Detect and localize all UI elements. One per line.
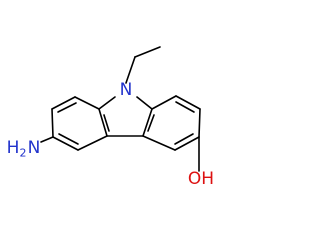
bond-c9a-c4a-inner — [103, 114, 110, 132]
bond-c4-c4a — [77, 135, 108, 151]
bond-ch2-ch3 — [134, 46, 161, 58]
bond-c8-c7 — [175, 95, 201, 110]
bond-c9a-c4a — [98, 108, 108, 137]
bond-n9-ch2 — [125, 56, 136, 84]
bond-c7-c6 — [198, 108, 201, 138]
bond-c4b-c8a — [142, 108, 153, 137]
bond-n9-c9a — [98, 96, 116, 110]
bonds — [40, 46, 201, 172]
bond-c5-c4b — [142, 135, 176, 151]
bond-c2-c3 — [51, 108, 54, 138]
bond-c3-c4 — [52, 136, 79, 151]
bond-c6-c5-inner — [174, 133, 194, 145]
bond-c8a-c8 — [151, 95, 177, 110]
bond-c4b-c8a-inner — [147, 114, 155, 132]
amino-nitrogen-label: N — [28, 138, 41, 158]
bond-c9a-c1 — [74, 96, 100, 110]
hydroxyl-label: OH — [188, 169, 214, 189]
atom-labels: N H 2 N OH — [7, 80, 214, 189]
bond-c3-n — [40, 136, 54, 143]
bond-c3-c4-inner — [58, 133, 79, 145]
amino-group-label: H 2 N — [7, 138, 41, 160]
bond-c6-c5 — [174, 136, 200, 151]
molecule-structure: N H 2 N OH — [7, 46, 214, 189]
amino-hydrogen-count: 2 — [20, 147, 27, 160]
bond-n9-c8a — [136, 96, 153, 110]
bond-c1-c2 — [51, 96, 76, 110]
bond-c1-c2-inner — [57, 102, 77, 113]
bond-c8-c7-inner — [175, 101, 195, 113]
amino-hydrogen-label: H — [7, 138, 20, 158]
ring-nitrogen-label: N — [120, 80, 133, 100]
